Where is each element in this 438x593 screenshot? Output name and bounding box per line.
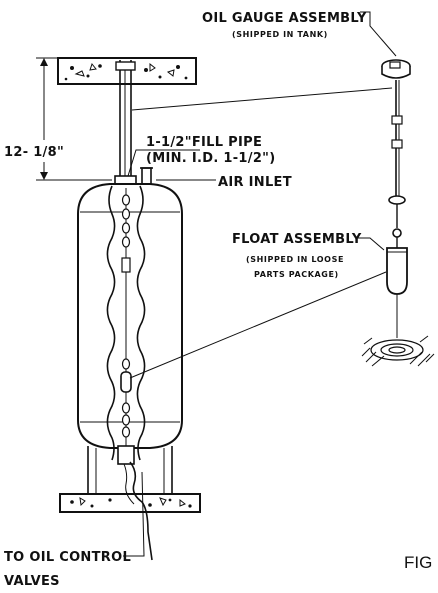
label-fill-pipe-1: 1-1/2"FILL PIPE [146, 135, 262, 150]
label-oil-gauge-note: (SHIPPED IN TANK) [232, 30, 328, 39]
floor-slab [59, 493, 201, 513]
label-to-oil-1: TO OIL CONTROL [4, 550, 131, 565]
label-air-inlet: AIR INLET [218, 175, 292, 190]
oil-tank [77, 183, 183, 494]
float-inside-tank [120, 371, 132, 393]
leader-lines [123, 11, 397, 557]
label-float-note-1: (SHIPPED IN LOOSE [246, 255, 344, 264]
air-inlet [140, 167, 153, 185]
label-float-assembly: FLOAT ASSEMBLY [232, 232, 362, 247]
label-dimension: 12- 1/8" [4, 145, 64, 160]
oil-gauge-assembly [381, 59, 411, 238]
fill-pipe [114, 60, 137, 187]
label-fill-pipe-2: (MIN. I.D. 1-1/2") [146, 151, 275, 166]
dimension-line [36, 57, 112, 181]
label-float-note-2: PARTS PACKAGE) [254, 270, 339, 279]
label-fig: FIG [404, 553, 432, 572]
label-oil-gauge: OIL GAUGE ASSEMBLY [202, 11, 367, 26]
liquid-level-symbol [361, 335, 435, 367]
tank-cutaway [106, 185, 146, 465]
outlet-pipe [123, 461, 153, 561]
label-to-oil-2: VALVES [4, 574, 60, 589]
float-assembly [386, 237, 408, 338]
